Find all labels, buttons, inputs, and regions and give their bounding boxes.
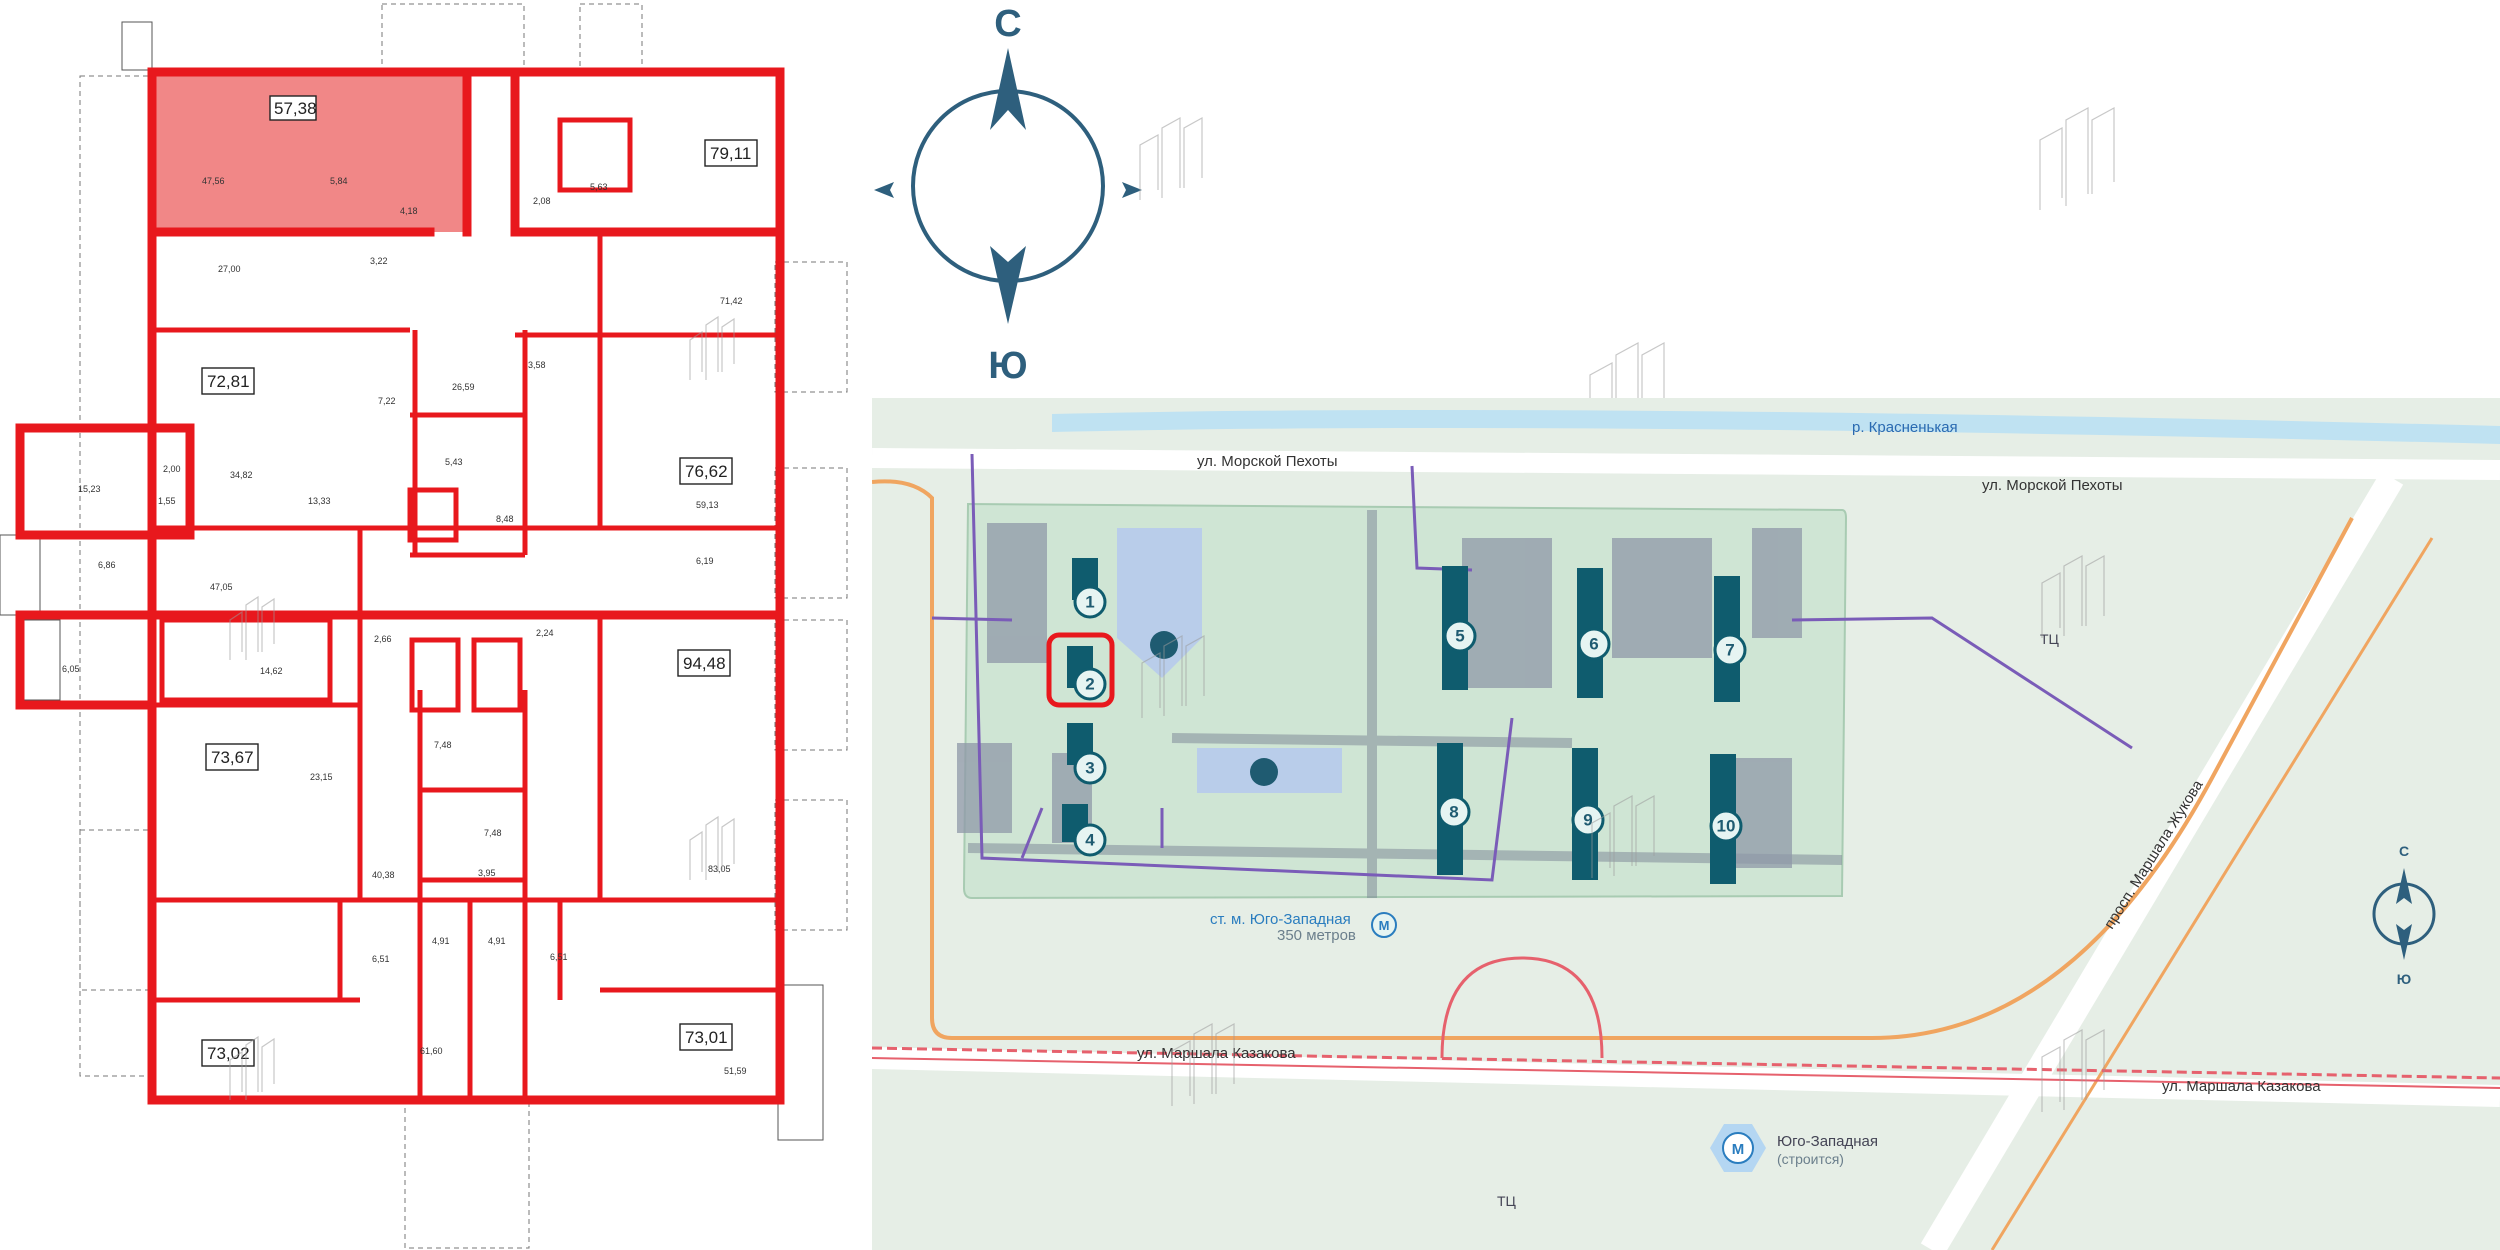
- room-area-label: 6,05: [62, 664, 80, 674]
- building-number: 4: [1085, 831, 1095, 850]
- compass-ring: [911, 89, 1105, 283]
- room-area-label: 2,08: [533, 196, 551, 206]
- compass-south-label: Ю: [988, 345, 1027, 387]
- room-area-label: 51,59: [724, 1066, 747, 1076]
- metro-icon-letter: М: [1379, 918, 1390, 933]
- room-area-label: 1,55: [158, 496, 176, 506]
- room-area-label: 7,48: [484, 828, 502, 838]
- building-number: 10: [1717, 817, 1736, 836]
- room-area-label: 2,00: [163, 464, 181, 474]
- building-number: 9: [1583, 811, 1592, 830]
- compass-north-label: С: [994, 3, 1021, 45]
- street-label: ул. Морской Пехоты: [1197, 453, 1338, 470]
- unit-area-label: 76,62: [685, 462, 728, 481]
- highlighted-unit-area: 57,38: [274, 99, 317, 118]
- metro-icon: [1371, 912, 1397, 938]
- room-area-label: 6,51: [372, 954, 390, 964]
- building-number: 8: [1449, 803, 1458, 822]
- room-area-label: 47,56: [202, 176, 225, 186]
- room-area-label: 7,48: [434, 740, 452, 750]
- walking-routes: [931, 453, 2133, 882]
- mini-compass-south: Ю: [2397, 971, 2411, 987]
- watermark-logo: [229, 315, 735, 1100]
- building-markers[interactable]: 1 2 3 4 5 6 7 8 9 10: [1046, 558, 1747, 884]
- room-area-label: 4,18: [400, 206, 418, 216]
- room-area-label: 26,59: [452, 382, 475, 392]
- street-label: ул. Маршала Казакова: [2162, 1078, 2321, 1095]
- room-labels: 47,56 5,84 4,18 27,00 3,22 2,08 5,63 71,…: [62, 176, 747, 1076]
- room-area-label: 27,00: [218, 264, 241, 274]
- unit-area-label: 94,48: [683, 654, 726, 673]
- river: [1052, 410, 2500, 444]
- plan-walls: [15, 67, 785, 1105]
- street-label: ул. Морской Пехоты: [1982, 477, 2123, 494]
- building-number: 2: [1085, 675, 1094, 694]
- room-area-label: 14,62: [260, 666, 283, 676]
- room-area-label: 23,15: [310, 772, 333, 782]
- building-number: 3: [1085, 759, 1094, 778]
- mini-compass-north: С: [2399, 843, 2409, 859]
- mall-label: ТЦ: [1497, 1193, 1517, 1209]
- room-area-label: 2,24: [536, 628, 554, 638]
- unit-area-label: 73,67: [211, 748, 254, 767]
- room-area-label: 40,38: [372, 870, 395, 880]
- room-area-label: 6,51: [550, 952, 568, 962]
- room-area-label: 8,48: [496, 514, 514, 524]
- mini-compass: С Ю: [2372, 843, 2436, 987]
- watermark-logo: [1139, 116, 1203, 200]
- metro-future-letter: М: [1732, 1141, 1745, 1158]
- rail-line: [872, 1046, 2500, 1080]
- metro-future-status: (строится): [1777, 1151, 1844, 1167]
- road-line: [872, 479, 2354, 1040]
- room-area-label: 6,19: [696, 556, 714, 566]
- metro-distance-label: 350 метров: [1277, 927, 1356, 944]
- compass-west-arrow: [874, 182, 894, 198]
- building-number: 1: [1085, 593, 1094, 612]
- room-area-label: 15,23: [78, 484, 101, 494]
- unit-area-label: 73,01: [685, 1028, 728, 1047]
- room-area-label: 47,05: [210, 582, 233, 592]
- metro-station-label: ст. м. Юго-Западная: [1210, 911, 1351, 928]
- room-area-label: 4,91: [488, 936, 506, 946]
- room-area-label: 3,95: [478, 868, 496, 878]
- site-map: р. Красненькая ул. Морской Пехоты ул. Мо…: [872, 398, 2500, 1250]
- selected-building-frame: [1046, 632, 1115, 708]
- room-area-label: 3,22: [370, 256, 388, 266]
- unit-area-label: 79,11: [710, 144, 751, 163]
- room-area-label: 6,86: [98, 560, 116, 570]
- room-area-label: 59,13: [696, 500, 719, 510]
- unit-labels: 57,38 79,11 72,81 76,62 94,48 73,67 73,0…: [201, 95, 758, 1067]
- room-area-label: 13,33: [308, 496, 331, 506]
- room-area-label: 7,22: [378, 396, 396, 406]
- building-number: 6: [1589, 635, 1598, 654]
- room-area-label: 4,91: [432, 936, 450, 946]
- building-number: 7: [1725, 641, 1734, 660]
- room-area-label: 5,84: [330, 176, 348, 186]
- room-area-label: 5,43: [445, 457, 463, 467]
- unit-area-label: 73,02: [207, 1044, 250, 1063]
- parking-blocks: [957, 523, 1802, 868]
- compass-east-arrow: [1122, 182, 1142, 198]
- room-area-label: 2,66: [374, 634, 392, 644]
- room-area-label: 3,58: [528, 360, 546, 370]
- compass-north-arrow: [990, 48, 1026, 130]
- compass-south-arrow: [990, 246, 1026, 324]
- watermark-logo: [2039, 106, 2115, 210]
- school-building: [1117, 528, 1202, 678]
- building-number: 5: [1455, 627, 1464, 646]
- unit-area-label: 72,81: [207, 372, 250, 391]
- room-area-label: 5,63: [590, 182, 608, 192]
- room-area-label: 71,42: [720, 296, 743, 306]
- room-area-label: 34,82: [230, 470, 253, 480]
- room-area-label: 61,60: [420, 1046, 443, 1056]
- compass: С Ю: [874, 3, 1203, 387]
- street-label: ул. Маршала Казакова: [1137, 1045, 1296, 1062]
- river-label: р. Красненькая: [1852, 419, 1958, 436]
- metro-future-name: Юго-Западная: [1777, 1133, 1878, 1150]
- watermark-logo: [1141, 554, 2105, 1112]
- mall-label: ТЦ: [2040, 631, 2060, 647]
- room-area-label: 83,05: [708, 864, 731, 874]
- floor-plan: 57,38 79,11 72,81 76,62 94,48 73,67 73,0…: [0, 3, 848, 1249]
